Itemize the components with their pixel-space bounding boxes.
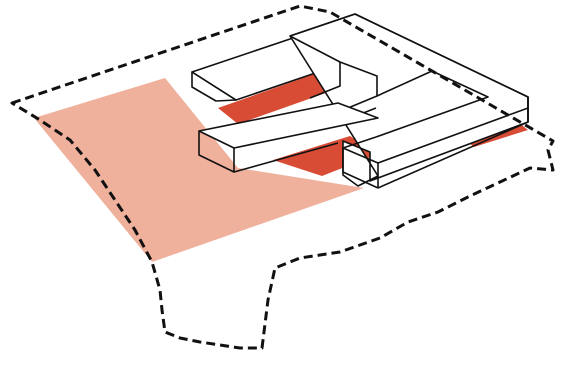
building-main-inner-2 [309,62,341,99]
building-bar-south-front [233,142,339,173]
open-space-area [34,78,364,262]
site-boundary-dashed [10,4,555,350]
building-bar-south [198,102,379,149]
building-bar-south-side [198,131,235,173]
building-main-inner-3 [342,136,379,189]
building-massing [191,13,529,189]
building-main-top-edge [342,147,379,164]
courtyard-area-1 [218,72,340,124]
building-main-roof-edge [377,107,529,164]
building-bar-north-edge [191,72,237,102]
